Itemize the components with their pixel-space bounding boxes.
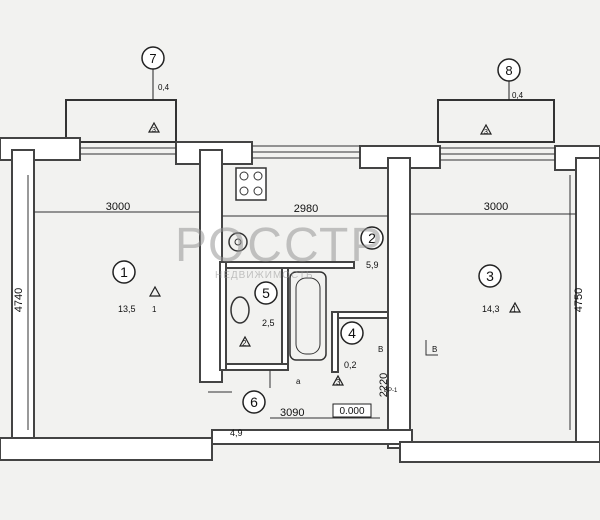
label-b-right: В — [432, 345, 437, 354]
room-markers — [112, 46, 521, 414]
label-vent: ВР-1 — [384, 388, 398, 394]
room-4-area: 0,2 — [344, 360, 357, 370]
label-b-left: B — [378, 345, 383, 354]
label-corridor-a: а — [296, 377, 301, 386]
room-6-level: 0.000 — [339, 406, 364, 417]
room-1-number: 1 — [120, 264, 128, 280]
room-6-class: 3 — [336, 378, 341, 387]
room-2-number: 2 — [368, 230, 376, 246]
room-3-width: 3000 — [484, 201, 508, 213]
room-6-dim-b: 2220 — [378, 373, 390, 397]
room-6-dim-a: 3090 — [280, 407, 304, 419]
sink-icon — [228, 232, 248, 252]
room-1-class: 1 — [152, 305, 157, 314]
room-3-class: 1 — [512, 305, 517, 314]
toilet-icon — [230, 296, 250, 324]
room-3-height: 4750 — [573, 288, 585, 312]
balcony-7-area: 0,4 — [158, 83, 170, 92]
windows — [80, 141, 555, 161]
walls — [0, 137, 600, 463]
room-5-area: 2,5 — [262, 318, 275, 328]
balcony-8-area: 0,4 — [512, 91, 524, 100]
marker-leaders — [152, 69, 510, 100]
room-1-area: 13,5 — [118, 304, 136, 314]
balcony-8 — [437, 99, 555, 143]
room-3-area: 14,3 — [482, 304, 500, 314]
balcony-7-number: 7 — [149, 51, 156, 66]
room-2-area: 5,9 — [366, 260, 379, 270]
room-1-width: 3000 — [106, 201, 130, 213]
room-4-number: 4 — [348, 325, 356, 341]
room-6-number: 6 — [250, 394, 258, 410]
class-triangles — [147, 121, 522, 386]
dimension-lines — [27, 175, 576, 430]
room-6-area: 4,9 — [230, 428, 243, 438]
stove-icon — [235, 167, 267, 201]
room-5-class: 2 — [242, 339, 247, 348]
door-swings — [208, 340, 438, 393]
room-2-width: 2980 — [294, 203, 318, 215]
bathtub-icon — [289, 271, 327, 361]
balcony-8-class: 3 — [484, 129, 488, 136]
room-5-number: 5 — [262, 285, 270, 301]
balcony-7 — [65, 99, 177, 143]
balcony-8-number: 8 — [505, 63, 512, 78]
room-3-number: 3 — [486, 268, 494, 284]
room-1-height: 4740 — [13, 288, 25, 312]
balcony-7-class: 3 — [152, 127, 156, 134]
